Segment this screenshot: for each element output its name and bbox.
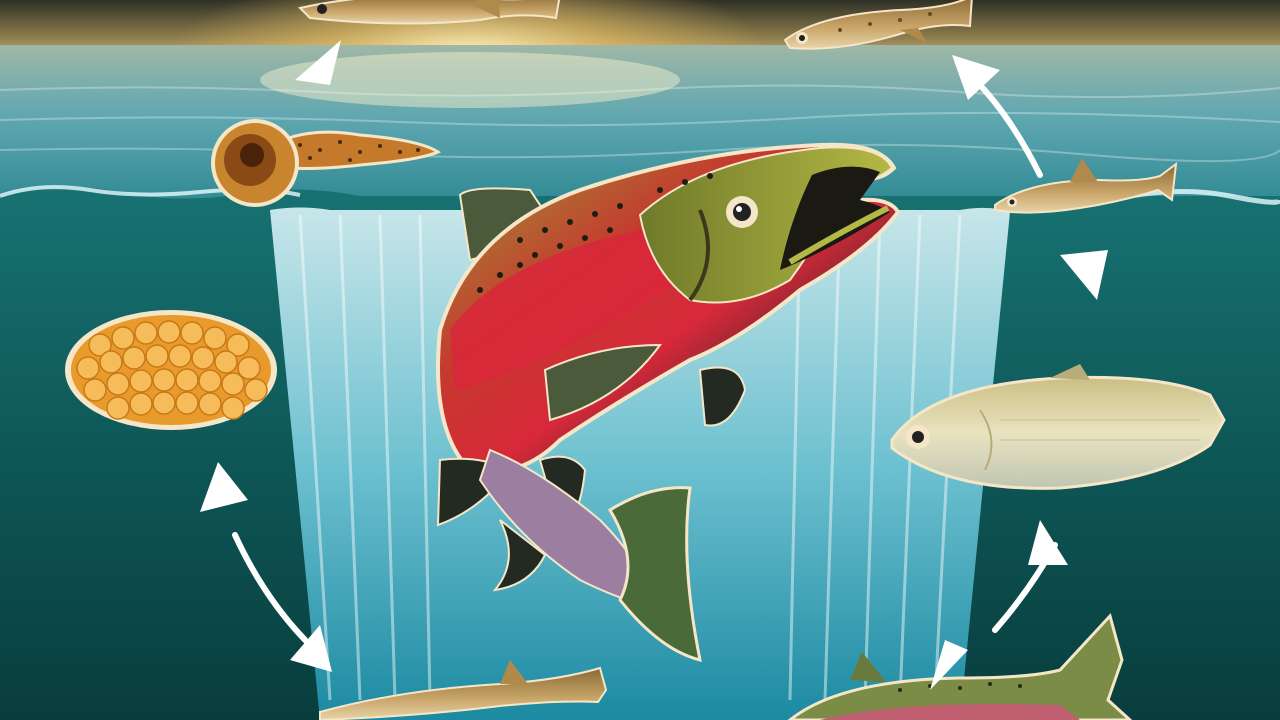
arrow-eggs-to-fry bbox=[232, 532, 313, 648]
arrow-head-up-left bbox=[200, 462, 248, 512]
smolt-icon bbox=[994, 158, 1178, 214]
egg-cluster-icon bbox=[65, 310, 277, 430]
spawning-salmon-icon bbox=[787, 612, 1133, 720]
arrow-smolt-to-parr bbox=[972, 77, 1043, 178]
arrow-head-down-right bbox=[1060, 250, 1108, 300]
arrow-head-bottom-right bbox=[930, 640, 968, 690]
alevin-icon bbox=[211, 119, 442, 207]
juvenile-fish-bottom-left-icon bbox=[319, 660, 608, 720]
parr-icon bbox=[783, 0, 973, 50]
fry-icon bbox=[298, 0, 561, 25]
adult-salmon-icon bbox=[890, 364, 1226, 490]
arrow-head-top-right bbox=[952, 55, 1000, 100]
arrow-head-down-left bbox=[290, 625, 332, 672]
arrow-head-top-left bbox=[295, 40, 341, 85]
jumping-salmon bbox=[436, 142, 901, 663]
arrow-heads bbox=[200, 40, 1108, 690]
arrow-head-up-right bbox=[1028, 520, 1068, 565]
sun-reflection bbox=[260, 52, 680, 108]
